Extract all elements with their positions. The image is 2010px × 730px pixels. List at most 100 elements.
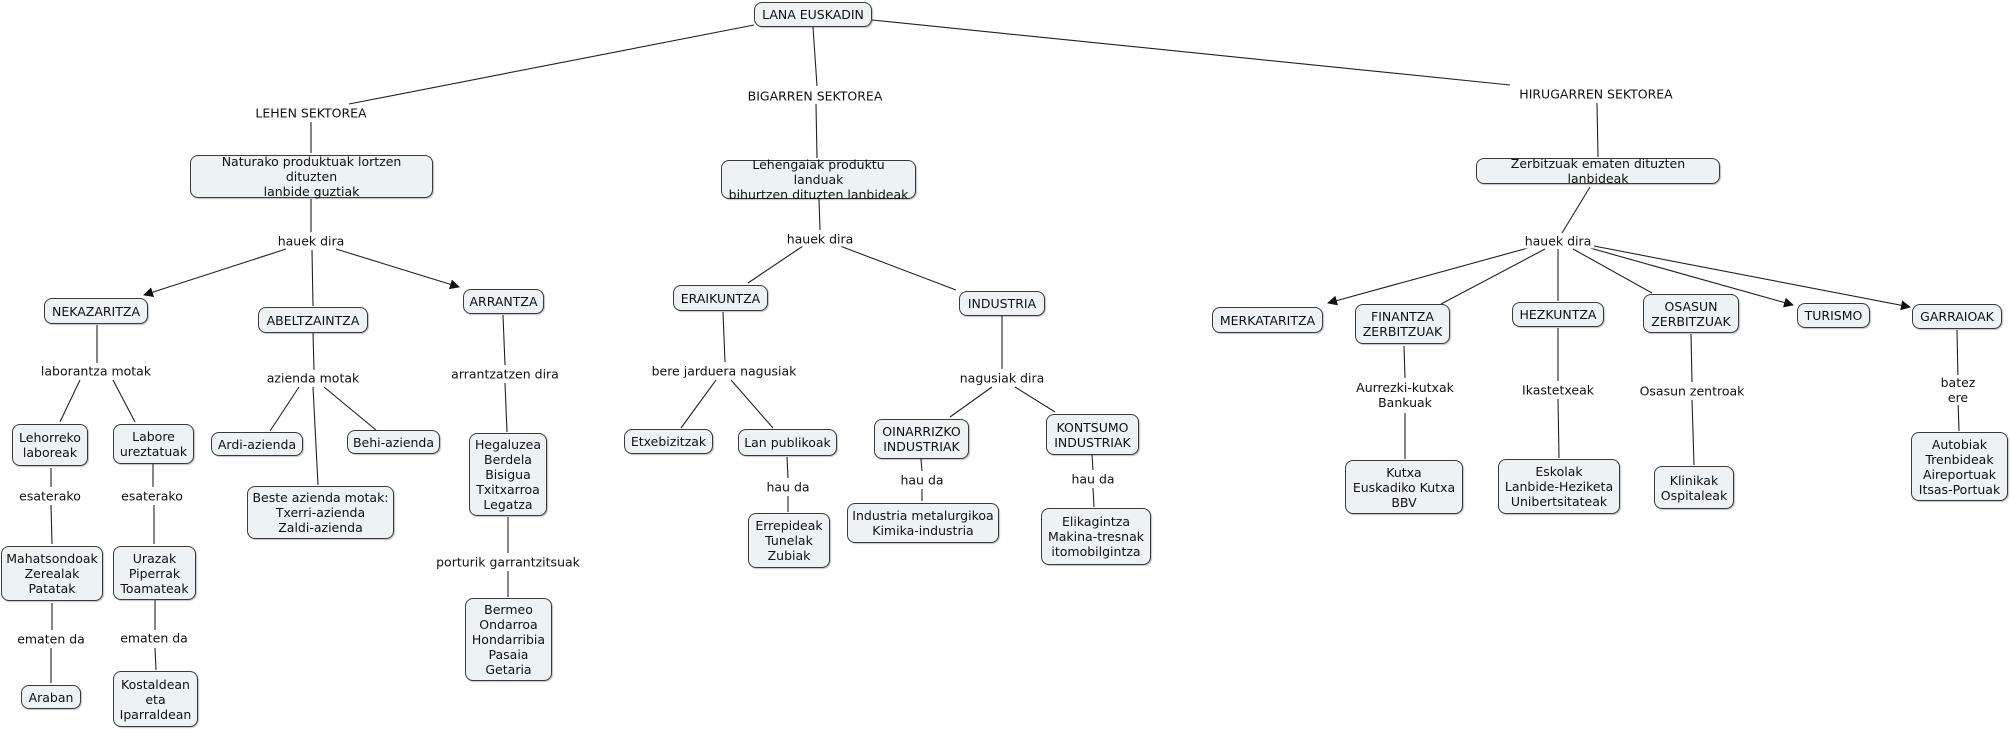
araban-node[interactable]: Araban	[21, 685, 81, 709]
link-label-esaterako: esaterako	[17, 488, 83, 504]
connector	[502, 314, 506, 366]
connector	[1557, 398, 1560, 459]
osasun-zerbitzuak-node[interactable]: OSASUN ZERBITZUAK	[1643, 294, 1739, 333]
ardi-azienda-node[interactable]: Ardi-azienda	[211, 432, 303, 456]
connector	[1091, 454, 1094, 471]
connector	[312, 332, 315, 371]
link-label-batez-ere: batez ere	[1932, 375, 1984, 405]
link-label-bigarren-sektorea: BIGARREN SEKTOREA	[745, 88, 885, 104]
link-label-hauek-dira: hauek dira	[784, 231, 856, 247]
connector	[812, 26, 818, 87]
link-label-ematen-da: ematen da	[118, 630, 190, 646]
connector	[348, 24, 755, 105]
connector	[269, 386, 300, 432]
klinikak-node[interactable]: Klinikak Ospitaleak	[1654, 466, 1734, 509]
connector	[311, 249, 314, 307]
connector	[839, 245, 957, 291]
lehen-sektorea-description[interactable]: Naturako produktuak lortzen dituzten lan…	[190, 154, 433, 199]
errepideak-node[interactable]: Errepideak Tunelak Zubiak	[748, 513, 830, 568]
hezkuntza-node[interactable]: HEZKUNTZA	[1512, 302, 1604, 327]
urazak-node[interactable]: Urazak Piperrak Toamateak	[113, 546, 196, 600]
link-label-hauek-dira: hauek dira	[1522, 233, 1594, 249]
link-label-lehen-sektorea: LEHEN SEKTOREA	[253, 105, 369, 121]
behi-azienda-node[interactable]: Behi-azienda	[347, 430, 440, 454]
connector	[1956, 329, 1959, 382]
connector	[1691, 399, 1695, 466]
hirugarren-sektorea-description[interactable]: Zerbitzuak ematen dituzten lanbideak	[1476, 156, 1720, 186]
link-label-laborantza-motak: laborantza motak	[38, 363, 154, 379]
connector	[1690, 333, 1693, 383]
arrantza-node[interactable]: ARRANTZA	[463, 289, 544, 314]
eskolak-node[interactable]: Eskolak Lanbide-Heziketa Unibertsitateak	[1498, 459, 1620, 514]
labore-ureztatuak-node[interactable]: Labore ureztatuak	[113, 424, 194, 464]
connector	[730, 379, 774, 429]
merkataritza-node[interactable]: MERKATARITZA	[1212, 307, 1323, 333]
root-node[interactable]: LANA EUSKADIN	[754, 2, 872, 27]
link-label-aurrezki-kutxak-bankuak: Aurrezki-kutxak Bankuak	[1354, 380, 1456, 410]
eraikuntza-node[interactable]: ERAIKUNTZA	[673, 285, 768, 311]
link-label-hau-da: hau da	[898, 472, 946, 488]
mahatsondoak-node[interactable]: Mahatsondoak Zerealak Patatak	[1, 546, 103, 601]
link-label-porturik-garrantzitsuak: porturik garrantzitsuak	[434, 554, 582, 570]
autobiak-node[interactable]: Autobiak Trenbideak Aireportuak Itsas-Po…	[1911, 432, 2008, 501]
connector	[1014, 386, 1056, 413]
connector	[1572, 248, 1653, 294]
connector	[154, 647, 157, 671]
link-label-arrantzatzen-dira: arrantzatzen dira	[449, 366, 561, 382]
connector	[1092, 487, 1095, 508]
lehorreko-laboreak-node[interactable]: Lehorreko laboreak	[12, 424, 88, 466]
link-label-nagusiak-dira: nagusiak dira	[957, 370, 1047, 386]
lan-publikoak-node[interactable]: Lan publikoak	[738, 429, 837, 456]
link-label-ikastetxeak: Ikastetxeak	[1520, 382, 1596, 398]
link-label-hauek-dira: hauek dira	[275, 233, 347, 249]
kontsumo-industriak-node[interactable]: KONTSUMO INDUSTRIAK	[1046, 414, 1139, 455]
link-label-hirugarren-sektorea: HIRUGARREN SEKTOREA	[1517, 86, 1675, 102]
garraioak-node[interactable]: GARRAIOAK	[1912, 304, 2002, 329]
connector	[786, 456, 789, 479]
oinarrizko-industriak-node[interactable]: OINARRIZKO INDUSTRIAK	[874, 419, 969, 459]
finantza-zerbitzuak-node[interactable]: FINANTZA ZERBITZUAK	[1355, 304, 1450, 344]
connector	[1440, 248, 1546, 305]
connector	[59, 379, 81, 423]
portuak-node[interactable]: Bermeo Ondarroa Hondarribia Pasaia Getar…	[465, 598, 552, 681]
connector	[747, 245, 804, 284]
connector	[1403, 345, 1406, 379]
connector	[818, 198, 821, 231]
connector	[50, 504, 53, 545]
connector	[1593, 245, 1911, 311]
beste-azienda-motak-node[interactable]: Beste azienda motak: Txerri-azienda Zald…	[247, 486, 394, 539]
kostaldean-node[interactable]: Kostaldean eta Iparraldean	[113, 671, 198, 727]
etxebizitzak-node[interactable]: Etxebizitzak	[624, 429, 713, 454]
connector	[112, 379, 136, 423]
connector	[1327, 247, 1529, 306]
connector	[323, 386, 377, 431]
link-label-azienda-motak: azienda motak	[264, 370, 362, 386]
connector	[680, 379, 717, 429]
nekazaritza-node[interactable]: NEKAZARITZA	[44, 298, 148, 324]
abeltzaintza-node[interactable]: ABELTZAINTZA	[258, 307, 368, 333]
connector	[1561, 186, 1591, 234]
connector	[1589, 247, 1794, 308]
link-label-osasun-zentroak: Osasun zentroak	[1637, 383, 1747, 399]
kutxa-node[interactable]: Kutxa Euskadiko Kutxa BBV	[1345, 460, 1463, 514]
link-label-esaterako: esaterako	[119, 488, 185, 504]
connector	[1596, 102, 1599, 158]
turismo-node[interactable]: TURISMO	[1797, 303, 1870, 328]
connector	[871, 19, 1511, 86]
connector	[143, 248, 287, 297]
arrain-motak-node[interactable]: Hegaluzea Berdela Bisigua Txitxarroa Leg…	[469, 433, 547, 516]
link-label-bere-jarduera-nagusiak: bere jarduera nagusiak	[649, 363, 799, 379]
link-label-ematen-da: ematen da	[15, 631, 87, 647]
connector	[722, 311, 726, 363]
connector	[312, 386, 319, 486]
connector	[949, 386, 993, 418]
connector	[920, 458, 923, 472]
industria-metalurgikoa-node[interactable]: Industria metalurgikoa Kimika-industria	[847, 503, 999, 543]
bigarren-sektorea-description[interactable]: Lehengaiak produktu landuak bihurtzen di…	[721, 157, 916, 202]
link-label-hau-da: hau da	[764, 479, 812, 495]
elikagintza-node[interactable]: Elikagintza Makina-tresnak itomobilgintz…	[1041, 508, 1151, 565]
industria-node[interactable]: INDUSTRIA	[959, 291, 1045, 316]
connector	[504, 382, 508, 433]
